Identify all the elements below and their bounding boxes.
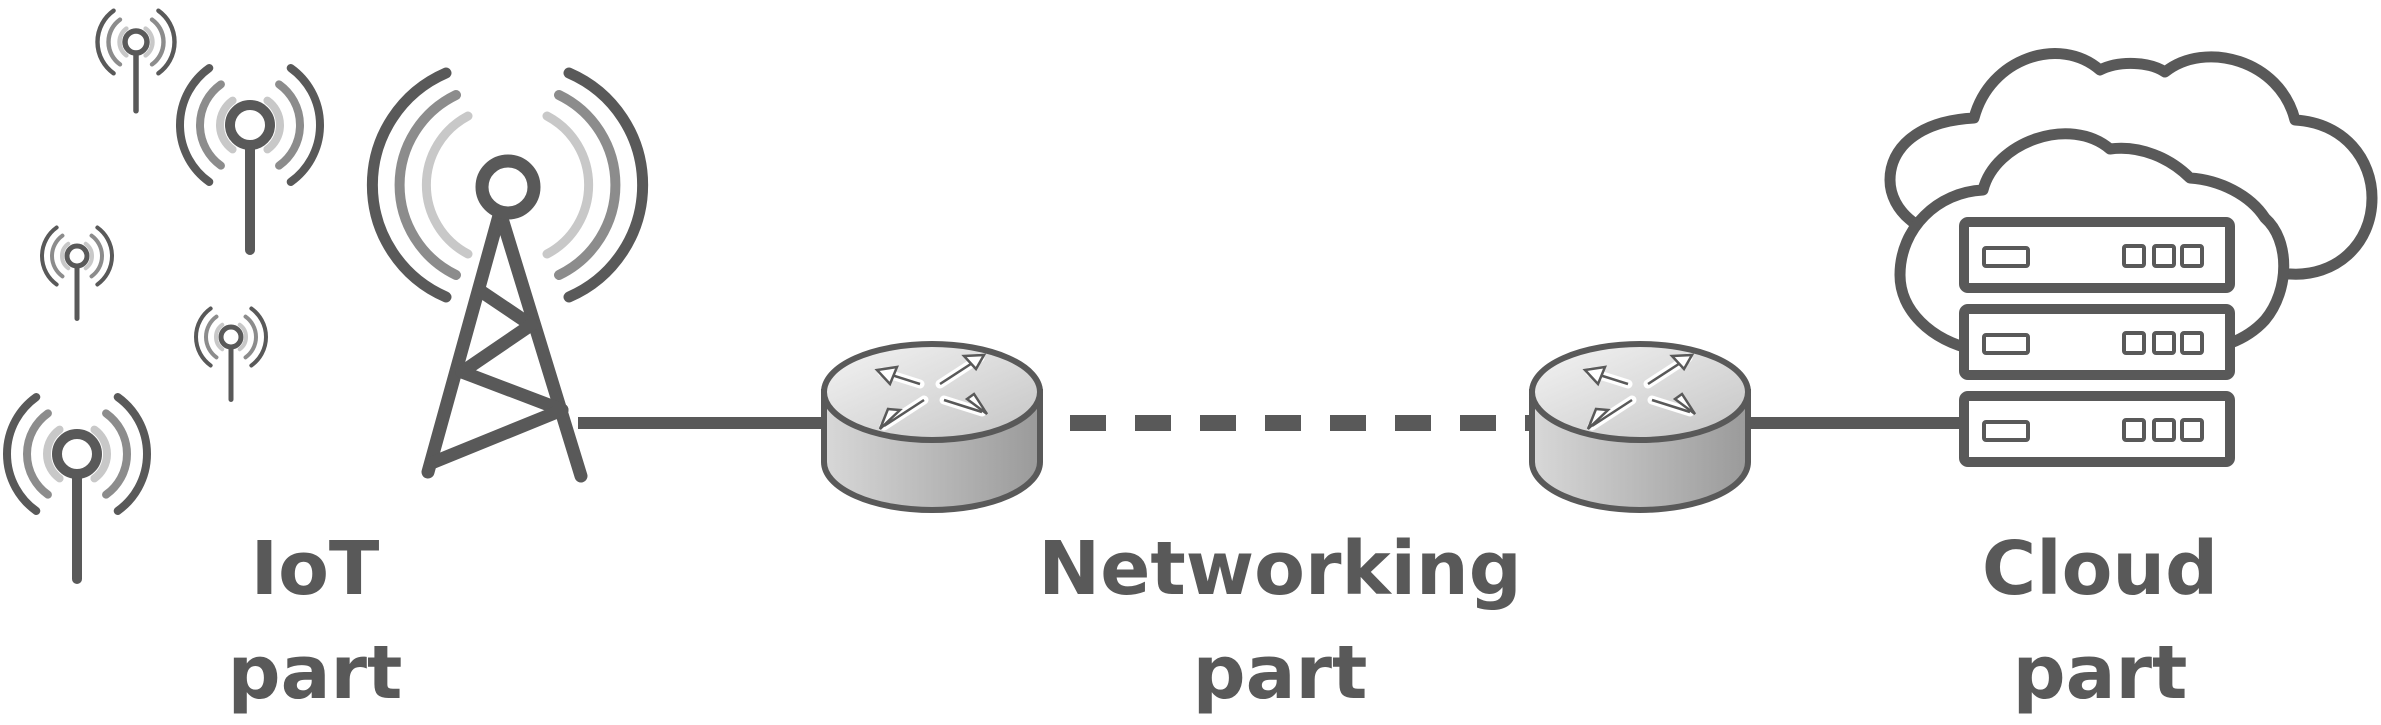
cloud-label-line1: Cloud — [1981, 526, 2219, 612]
cloud-part-label: Cloud part — [1940, 517, 2260, 725]
networking-part-label: Networking part — [1000, 517, 1560, 725]
router-icon — [1529, 341, 1751, 513]
server-rack-icon — [1959, 217, 2235, 293]
networking-label-line1: Networking — [1038, 526, 1522, 612]
iot-label-line2: part — [227, 630, 403, 716]
server-stack — [1959, 217, 2235, 467]
wireless-sensor-icon — [176, 64, 324, 255]
wireless-sensor-icon — [40, 225, 114, 321]
wireless-sensor-icon — [194, 306, 268, 402]
server-rack-icon — [1959, 304, 2235, 380]
networking-label-line2: part — [1192, 630, 1368, 716]
server-rack-icon — [1959, 391, 2235, 467]
iot-label-line1: IoT — [250, 526, 380, 612]
iot-part-label: IoT part — [210, 517, 420, 725]
cloud-label-line2: part — [2012, 630, 2188, 716]
iot-sensors — [3, 8, 324, 584]
wireless-sensor-icon — [3, 393, 151, 584]
router-icon — [821, 341, 1043, 513]
radio-tower-icon — [366, 67, 649, 483]
wireless-sensor-icon — [95, 8, 177, 114]
